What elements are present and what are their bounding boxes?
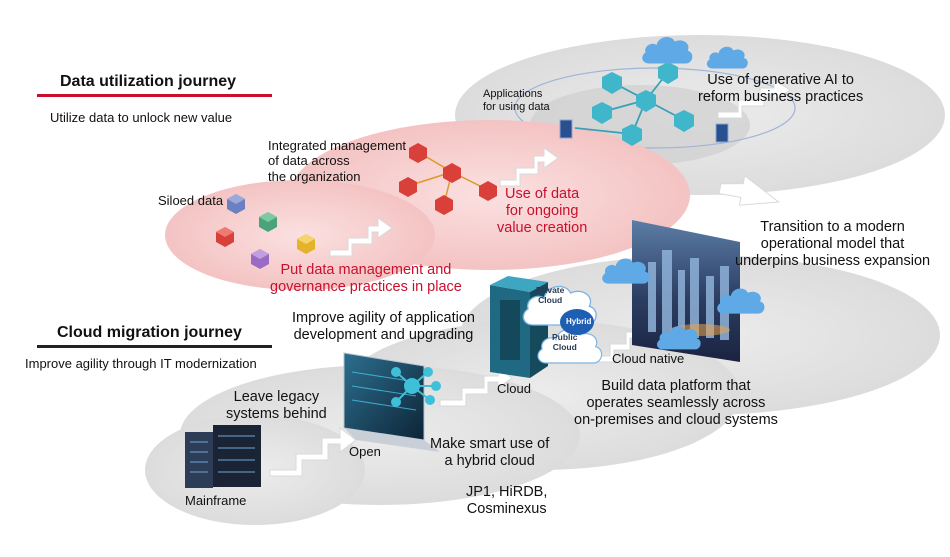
monitor-icon xyxy=(715,123,729,143)
monitor-icon xyxy=(559,119,573,139)
ai-cubes xyxy=(592,62,694,146)
laptop-graphic xyxy=(343,352,440,452)
cloud-journey-subtitle: Improve agility through IT modernization xyxy=(25,356,257,371)
arrow-integrated-to-apps xyxy=(499,147,559,187)
products-label: JP1, HiRDB,Cosminexus xyxy=(466,484,548,518)
hybrid-badge xyxy=(560,309,594,335)
arrow-transition xyxy=(718,174,780,206)
cloud-label: Cloud xyxy=(497,381,531,396)
siloed-cube-green xyxy=(259,212,277,232)
integrated-cubes xyxy=(399,143,497,215)
cloud-journey-rule xyxy=(37,345,272,348)
siloed-cube-red xyxy=(216,227,234,247)
monitor-icons xyxy=(559,119,729,143)
hybrid-badge-label: Hybrid xyxy=(566,317,592,326)
mainframe-graphic xyxy=(185,425,261,488)
data-journey-subtitle: Utilize data to unlock new value xyxy=(50,110,233,125)
arrow-apps-to-ai xyxy=(717,79,791,119)
hybrid-cloud-graphic xyxy=(522,285,603,364)
open-label: Open xyxy=(349,444,381,459)
siloed-cube-yellow xyxy=(297,234,315,254)
network-hub-icon xyxy=(391,367,441,407)
siloed-cube-purple xyxy=(251,249,269,269)
cloud-native-label: Cloud native xyxy=(612,351,685,366)
cloud-journey-title: Cloud migration journey xyxy=(57,324,242,341)
data-journey-rule xyxy=(37,94,272,97)
arrow-siloed-to-integrated xyxy=(329,217,393,257)
arrow-open-to-cloud xyxy=(439,367,513,407)
siloed-cube-blue xyxy=(227,194,245,214)
data-journey-title: Data utilization journey xyxy=(60,73,237,90)
cubes xyxy=(216,62,694,269)
siloed-data-label: Siloed data xyxy=(158,193,224,208)
mainframe-label: Mainframe xyxy=(185,493,247,508)
data-journey-ellipses xyxy=(165,35,945,290)
cloud-native-city-image xyxy=(632,220,740,362)
arrow-mainframe-to-open xyxy=(269,427,357,477)
